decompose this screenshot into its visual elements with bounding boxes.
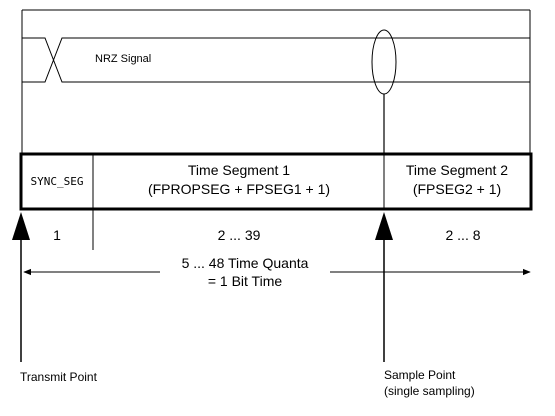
segment-box bbox=[19, 152, 533, 211]
seg2-title: Time Segment 2 bbox=[406, 162, 508, 178]
sample-point-sublabel: (single sampling) bbox=[384, 384, 475, 398]
seg1-formula: (FPROPSEG + FPSEG1 + 1) bbox=[148, 181, 330, 197]
seg1-quanta: 2 ... 39 bbox=[218, 227, 261, 243]
seg1-title: Time Segment 1 bbox=[188, 162, 290, 178]
nrz-signal-waveform bbox=[22, 37, 530, 83]
seg2-formula: (FPSEG2 + 1) bbox=[413, 181, 501, 197]
transmit-arrow-head bbox=[12, 212, 30, 240]
bit-time-equals: = 1 Bit Time bbox=[208, 273, 283, 289]
sync-quanta: 1 bbox=[53, 227, 61, 243]
sync-seg-label: SYNC_SEG bbox=[31, 175, 84, 188]
bit-time-quanta: 5 ... 48 Time Quanta bbox=[182, 255, 309, 271]
sample-point-label: Sample Point bbox=[384, 368, 456, 382]
nrz-signal-label: NRZ Signal bbox=[95, 53, 151, 65]
sample-arrow-head bbox=[375, 212, 393, 240]
transmit-point-label: Transmit Point bbox=[20, 370, 98, 384]
seg2-quanta: 2 ... 8 bbox=[445, 227, 480, 243]
sample-ellipse bbox=[371, 29, 397, 95]
